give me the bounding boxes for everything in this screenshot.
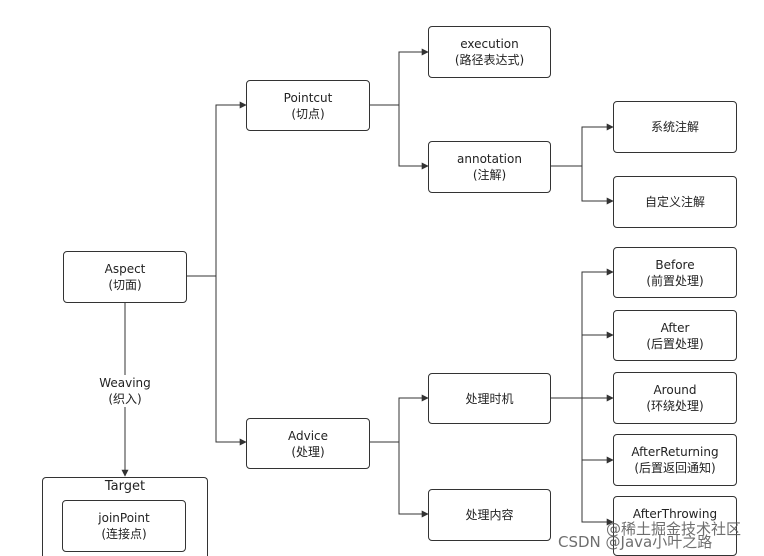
node-advice: Advice (处理): [246, 418, 370, 469]
weaving-sub: (织入): [108, 392, 142, 406]
node-around-label: Around: [653, 383, 697, 397]
node-aspect-sub: (切面): [108, 278, 142, 292]
node-after-throwing: AfterThrowing: [613, 496, 737, 556]
node-before-label: Before: [655, 257, 695, 272]
node-system-annotation-label: 系统注解: [650, 120, 699, 134]
edge-timing-after-throwing: [551, 397, 614, 526]
node-before-sub: (前置处理): [646, 273, 704, 288]
edge-advice-content: [370, 441, 429, 518]
edge-label-weaving: Weaving (织入): [93, 375, 157, 407]
node-after-label: After: [660, 320, 690, 335]
node-annotation: annotation (注解): [428, 141, 551, 193]
weaving-label: Weaving: [99, 376, 151, 390]
edge-advice-timing: [370, 394, 429, 443]
node-system-annotation: 系统注解: [613, 101, 737, 153]
node-before: Before (前置处理): [613, 247, 737, 298]
node-joinpoint: joinPoint (连接点): [62, 500, 186, 552]
node-annotation-label: annotation: [457, 152, 522, 166]
node-annotation-sub: (注解): [472, 168, 507, 182]
watermark-juejin: @稀土掘金技术社区: [606, 520, 742, 538]
node-after-returning-label: AfterReturning: [631, 445, 719, 459]
node-advice-sub: (处理): [291, 444, 325, 459]
node-aspect: Aspect (切面): [63, 251, 187, 303]
node-around: Around (环绕处理): [613, 372, 737, 424]
node-advice-label: Advice: [287, 428, 329, 443]
node-after-sub: (后置处理): [646, 336, 704, 351]
node-execution-label: execution: [460, 37, 519, 51]
node-custom-annotation: 自定义注解: [613, 176, 737, 228]
edge-annotation-custom: [551, 165, 614, 205]
node-after-throwing-label: AfterThrowing: [632, 507, 718, 521]
node-joinpoint-sub: (连接点): [101, 527, 147, 541]
node-pointcut-sub: (切点): [291, 106, 325, 121]
edge-pointcut-execution: [370, 48, 429, 106]
node-timing: 处理时机: [428, 373, 551, 424]
node-joinpoint-label: joinPoint: [98, 511, 150, 525]
node-aspect-label: Aspect: [104, 262, 146, 276]
edge-timing-after: [551, 331, 614, 399]
node-pointcut-label: Pointcut: [283, 90, 333, 105]
edge-pointcut-annotation: [370, 104, 429, 170]
node-execution-sub: (路径表达式): [454, 53, 525, 67]
node-after: After (后置处理): [613, 310, 737, 361]
edge-annotation-system: [551, 123, 614, 167]
node-timing-label: 处理时机: [465, 391, 514, 406]
watermark-csdn: CSDN @Java小叶之路: [558, 533, 713, 551]
node-content: 处理内容: [428, 489, 551, 541]
group-target-title: Target: [104, 479, 146, 494]
node-custom-annotation-label: 自定义注解: [644, 195, 705, 209]
edge-aspect-advice: [187, 275, 247, 446]
edge-aspect-pointcut: [187, 101, 247, 277]
node-pointcut: Pointcut (切点): [246, 80, 370, 131]
node-after-returning: AfterReturning (后置返回通知): [613, 434, 737, 486]
node-content-label: 处理内容: [465, 508, 514, 522]
node-around-sub: (环绕处理): [646, 399, 704, 413]
node-after-returning-sub: (后置返回通知): [634, 461, 716, 475]
node-execution: execution (路径表达式): [428, 26, 551, 78]
